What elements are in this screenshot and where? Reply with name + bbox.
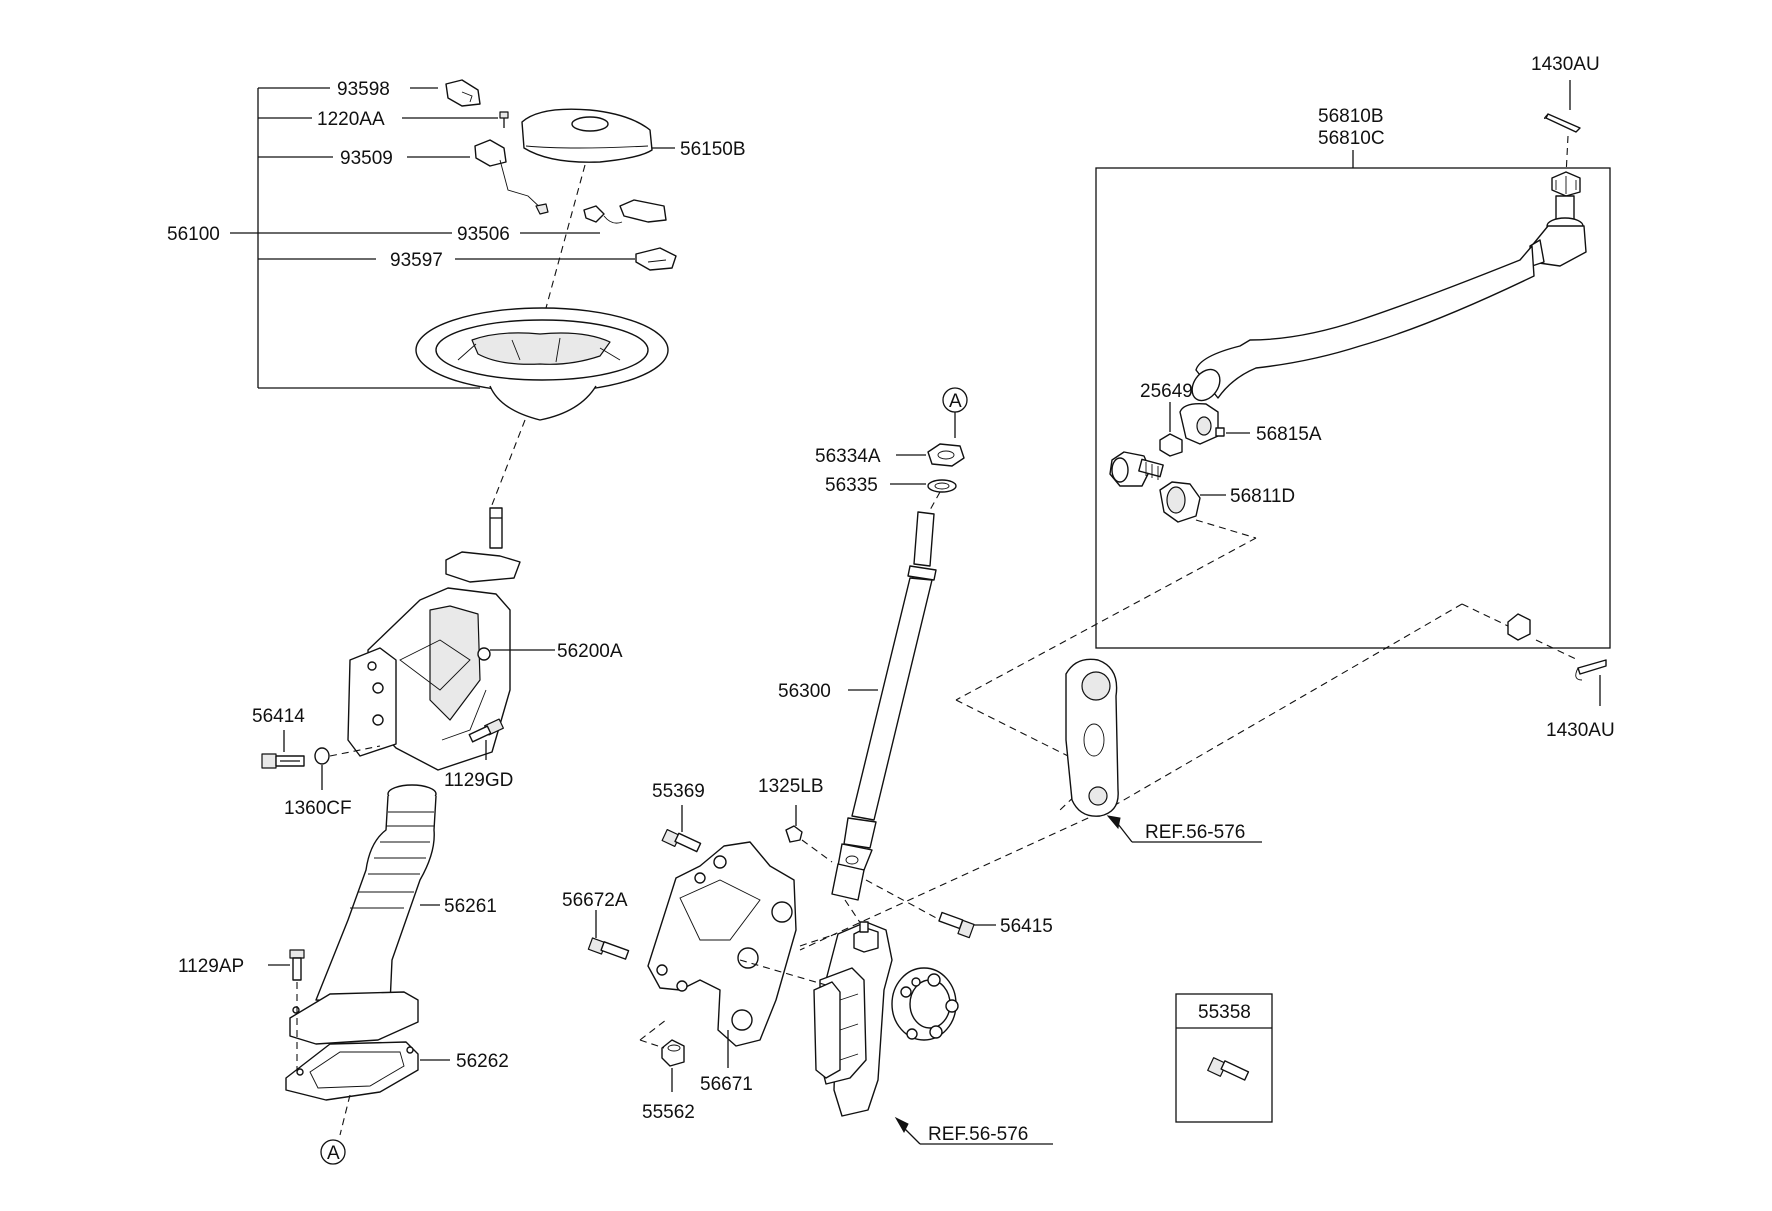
cotter-pin-1430AU-top: [1543, 113, 1581, 133]
label-1220AA: 1220AA: [317, 109, 385, 130]
horn-pad-56150B: [521, 108, 653, 163]
label-93598: 93598: [337, 79, 390, 100]
screw-1220AA: [499, 111, 509, 128]
label-56100: 56100: [167, 224, 220, 245]
cap-93598: [445, 79, 481, 107]
box-55358: [1175, 993, 1273, 1123]
label-93509: 93509: [340, 148, 393, 169]
plate-56262: [285, 991, 419, 1101]
label-1129AP: 1129AP: [178, 956, 244, 977]
label-56671: 56671: [700, 1074, 753, 1095]
label-1360CF: 1360CF: [284, 798, 352, 819]
label-56811D: 56811D: [1230, 486, 1295, 507]
label-93506: 93506: [457, 224, 510, 245]
label-ref-pitman: REF.56-576: [1145, 822, 1245, 843]
steering-wheel: [415, 307, 669, 421]
label-circle-a-top: A: [949, 391, 962, 412]
label-25649: 25649: [1140, 381, 1193, 402]
nut-55562: [661, 1039, 685, 1067]
label-1430AU-right: 1430AU: [1546, 720, 1615, 741]
label-56150B: 56150B: [680, 139, 746, 160]
reference-circle-a-bottom: [320, 1139, 346, 1165]
label-55369: 55369: [652, 781, 705, 802]
label-1129GD: 1129GD: [444, 770, 513, 791]
castle-nut-right: [1507, 613, 1531, 641]
bolt-1129AP: [289, 949, 305, 981]
ref-arrow-pitman: [1106, 815, 1262, 843]
steering-gearbox: [813, 921, 959, 1117]
label-56415: 56415: [1000, 916, 1053, 937]
nut-56334A: [927, 443, 965, 467]
castle-nut-top: [1551, 171, 1581, 197]
label-93597: 93597: [390, 250, 443, 271]
bolt-55369: [661, 829, 702, 853]
clip-93597: [635, 247, 677, 271]
bolt-1129GD: [468, 718, 504, 743]
label-56815A: 56815A: [1256, 424, 1322, 445]
label-55562: 55562: [642, 1102, 695, 1123]
switch-93509: [474, 139, 549, 215]
cotter-pin-1430AU-right: [1575, 659, 1607, 681]
ref-arrow-gearbox: [894, 1116, 1053, 1145]
bracket-56671: [647, 841, 797, 1047]
bushing-56811D: [1159, 481, 1201, 523]
drag-link-tube-56810: [1191, 245, 1535, 402]
bracket-56100: [230, 87, 480, 389]
pitman-arm: [1065, 658, 1119, 817]
label-56672A: 56672A: [562, 890, 628, 911]
label-circle-a-bottom: A: [327, 1143, 340, 1164]
label-56414: 56414: [252, 706, 305, 727]
tie-rod-end: [1529, 195, 1587, 267]
washer-56335: [927, 479, 957, 493]
clip-93506: [583, 199, 667, 224]
label-56261: 56261: [444, 896, 497, 917]
clamp-56815A: [1179, 402, 1225, 445]
bushing-assembly: [1109, 451, 1164, 487]
shaft-56300: [831, 511, 937, 901]
label-1430AU-top: 1430AU: [1531, 54, 1600, 75]
washer-1360CF: [314, 747, 330, 765]
label-1325LB: 1325LB: [758, 776, 824, 797]
bolt-56414: [261, 753, 305, 769]
label-ref-gearbox: REF.56-576: [928, 1124, 1028, 1145]
label-56335: 56335: [825, 475, 878, 496]
nut-25649: [1159, 433, 1183, 457]
bolt-56672A: [587, 937, 630, 960]
label-56810B: 56810B: [1318, 106, 1384, 127]
bolt-56415: [938, 911, 975, 939]
label-56334A: 56334A: [815, 446, 881, 467]
label-56262: 56262: [456, 1051, 509, 1072]
drag-link-box: [1095, 167, 1611, 649]
label-56200A: 56200A: [557, 641, 623, 662]
steering-column-56200A: [347, 507, 521, 771]
label-56300: 56300: [778, 681, 831, 702]
label-55358: 55358: [1198, 1002, 1251, 1023]
label-56810C: 56810C: [1318, 128, 1385, 149]
nut-1325LB: [785, 825, 803, 843]
